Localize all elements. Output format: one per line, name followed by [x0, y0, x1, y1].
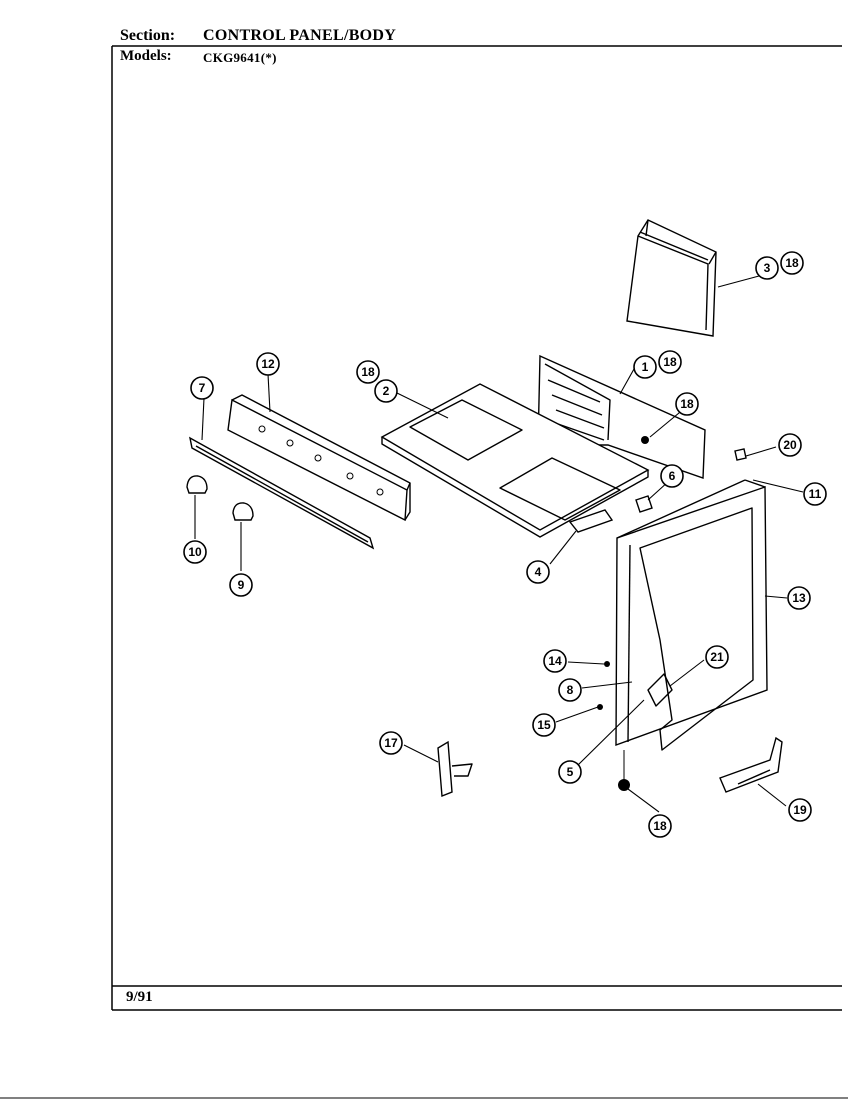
callout-label: 3	[764, 261, 771, 275]
callout-18-cooktop: 18	[356, 360, 380, 384]
callout-label: 4	[535, 565, 542, 579]
callout-label: 5	[567, 765, 574, 779]
callout-label: 18	[663, 355, 677, 369]
callout-label: 21	[710, 650, 724, 664]
callout-4: 4	[526, 560, 550, 584]
callout-label: 18	[361, 365, 375, 379]
part-screw	[734, 448, 747, 461]
callout-5: 5	[558, 760, 582, 784]
callout-label: 7	[199, 381, 206, 395]
part-screw-15	[597, 704, 603, 710]
part-hinge-spring	[647, 673, 673, 707]
callout-18-back: 18	[658, 350, 682, 374]
part-bracket	[568, 509, 614, 533]
callout-label: 8	[567, 683, 574, 697]
part-knob-10	[186, 475, 208, 494]
callout-label: 14	[548, 654, 562, 668]
part-control-panel	[227, 394, 411, 522]
page-frame	[0, 45, 848, 1099]
callout-label: 15	[537, 718, 551, 732]
callout-17: 17	[379, 731, 403, 755]
models-label: Models:	[120, 48, 172, 64]
callout-label: 18	[653, 819, 667, 833]
callout-label: 12	[261, 357, 275, 371]
part-mount-bracket	[719, 736, 783, 793]
callout-label: 13	[792, 591, 806, 605]
revision-date: 9/91	[126, 989, 153, 1005]
callout-label: 18	[785, 256, 799, 270]
callout-11: 11	[803, 482, 827, 506]
callout-19: 19	[788, 798, 812, 822]
callout-label: 20	[783, 438, 797, 452]
section-label: Section:	[120, 27, 176, 44]
callout-18-screw: 18	[675, 392, 699, 416]
callout-label: 6	[669, 469, 676, 483]
part-knob-9	[232, 502, 254, 521]
callout-label: 10	[188, 545, 202, 559]
callout-label: 19	[793, 803, 807, 817]
callout-3: 3	[755, 256, 779, 280]
part-foot	[618, 750, 630, 791]
callout-18-vent: 18	[780, 251, 804, 275]
callout-12: 12	[256, 352, 280, 376]
part-door-hinge	[437, 740, 473, 798]
leader-lines	[194, 275, 804, 813]
callout-2: 2	[374, 379, 398, 403]
section-title: CONTROL PANEL/BODY	[203, 27, 397, 44]
callout-label: 11	[809, 487, 822, 501]
callout-20: 20	[778, 433, 802, 457]
callout-label: 2	[383, 384, 390, 398]
callout-14: 14	[543, 649, 567, 673]
part-screw-18	[641, 436, 649, 444]
models-value: CKG9641(*)	[203, 50, 277, 65]
part-cooktop-body	[380, 383, 650, 538]
callout-6: 6	[660, 464, 684, 488]
callout-10: 10	[183, 540, 207, 564]
part-vent-cover	[626, 219, 717, 337]
callout-15: 15	[532, 713, 556, 737]
callout-21: 21	[705, 645, 729, 669]
callout-18-foot: 18	[648, 814, 672, 838]
callout-13: 13	[787, 586, 811, 610]
callout-label: 9	[238, 578, 245, 592]
part-door-panel	[615, 479, 768, 751]
part-screw-14	[604, 661, 610, 667]
callout-7: 7	[190, 376, 214, 400]
callout-9: 9	[229, 573, 253, 597]
callout-1: 1	[633, 355, 657, 379]
part-trim-strip	[189, 436, 375, 550]
callout-label: 17	[384, 736, 398, 750]
callout-8: 8	[558, 678, 582, 702]
callout-label: 18	[680, 397, 694, 411]
callout-label: 1	[642, 360, 649, 374]
